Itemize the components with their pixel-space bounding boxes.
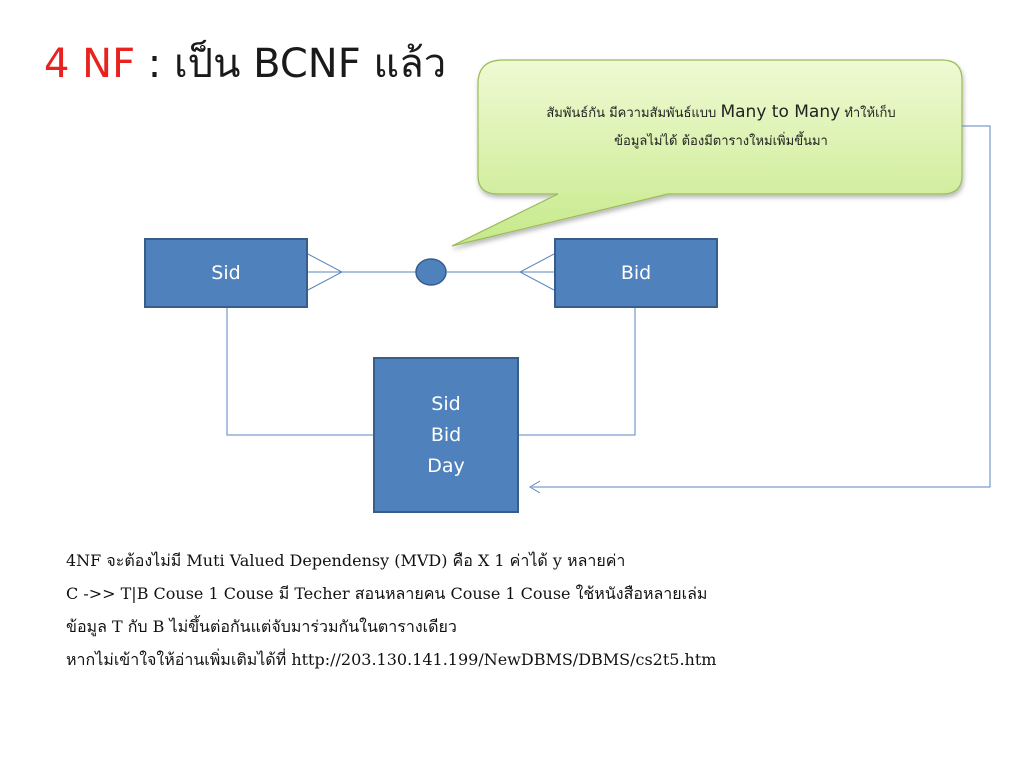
callout-line-1: สัมพันธ์กัน มีความสัมพันธ์แบบ Many to Ma… (484, 98, 958, 128)
note-reference: หากไม่เข้าใจให้อ่านเพิ่มเติมได้ที่ http:… (66, 650, 717, 669)
join-attr-day: Day (427, 454, 465, 477)
callout-part-1: สัมพันธ์กัน มีความสัมพันธ์แบบ (546, 106, 717, 121)
relationship-connector (307, 253, 555, 291)
callout-text: สัมพันธ์กัน มีความสัมพันธ์แบบ Many to Ma… (484, 98, 958, 156)
entity-bid-label: Bid (620, 262, 652, 284)
connector-sid-join (226, 308, 373, 436)
crows-foot-sid (307, 253, 344, 291)
connector-bid-join (519, 308, 636, 436)
callout-line-2: ข้อมูลไม่ได้ ต้องมีตารางใหม่เพิ่มขึ้นมา (614, 134, 828, 149)
join-connectors (226, 125, 991, 494)
slide-title: 4 NF : เป็น BCNF แล้ว (44, 32, 446, 96)
note-mvd-definition: 4NF จะต้องไม่มี Muti Valued Dependensy (… (66, 551, 626, 570)
relationship-node (415, 258, 447, 286)
title-accent: 4 NF (44, 41, 136, 87)
note-explanation: ข้อมูล T กับ B ไม่ขึ้นต่อกันแต่จับมาร่วม… (66, 617, 457, 636)
notes: 4NF จะต้องไม่มี Muti Valued Dependensy (… (66, 544, 716, 676)
title-rest: : เป็น BCNF แล้ว (135, 41, 447, 87)
join-attr-bid: Bid (430, 423, 462, 446)
entity-bid: Bid (554, 238, 718, 308)
connector-callout-join (532, 125, 991, 488)
note-example: C ->> T|B Couse 1 Couse มี Techer สอนหลา… (66, 584, 708, 603)
entity-sid-label: Sid (211, 262, 241, 284)
connector-arrowhead (529, 480, 541, 494)
callout-bubble (451, 59, 963, 247)
join-attr-sid: Sid (431, 392, 461, 415)
entity-sid: Sid (144, 238, 308, 308)
entity-sid-bid-day: Sid Bid Day (373, 357, 519, 513)
crows-foot-bid (518, 253, 555, 291)
callout-part-2: ทำให้เก็บ (844, 106, 896, 121)
callout-emphasis: Many to Many (720, 102, 841, 122)
